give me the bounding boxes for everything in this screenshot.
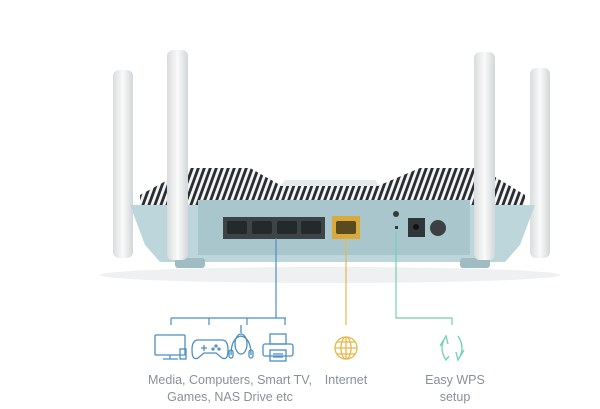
sync-arrows-icon [439, 334, 465, 362]
globe-icon [334, 336, 358, 360]
internet-callout-label: Internet [306, 372, 386, 389]
power-button [430, 220, 446, 236]
lan-ports [223, 217, 325, 239]
label-line: setup [439, 390, 471, 404]
antenna-right-inner [474, 52, 495, 260]
antenna-left-inner [167, 50, 188, 260]
label-line: Games, NAS Drive etc [167, 390, 293, 404]
antenna-left-outer [113, 70, 133, 258]
wps-button [393, 211, 399, 217]
vent-grille [140, 168, 525, 210]
label-line: Easy WPS [425, 373, 485, 387]
printer-icon [262, 333, 294, 362]
mouse-headset-icon [228, 325, 254, 359]
antenna-right-outer [530, 68, 550, 258]
gamepad-icon [191, 339, 229, 360]
monitor-icon [154, 334, 187, 360]
shadow [100, 267, 560, 283]
wps-callout-line [395, 232, 453, 325]
lan-callout-label: Media, Computers, Smart TV, Games, NAS D… [120, 372, 340, 406]
label-line: Media, Computers, Smart TV, [148, 373, 312, 387]
wps-callout-label: Easy WPS setup [410, 372, 500, 406]
label-line: Internet [324, 373, 368, 387]
lan-callout-line [170, 238, 286, 325]
